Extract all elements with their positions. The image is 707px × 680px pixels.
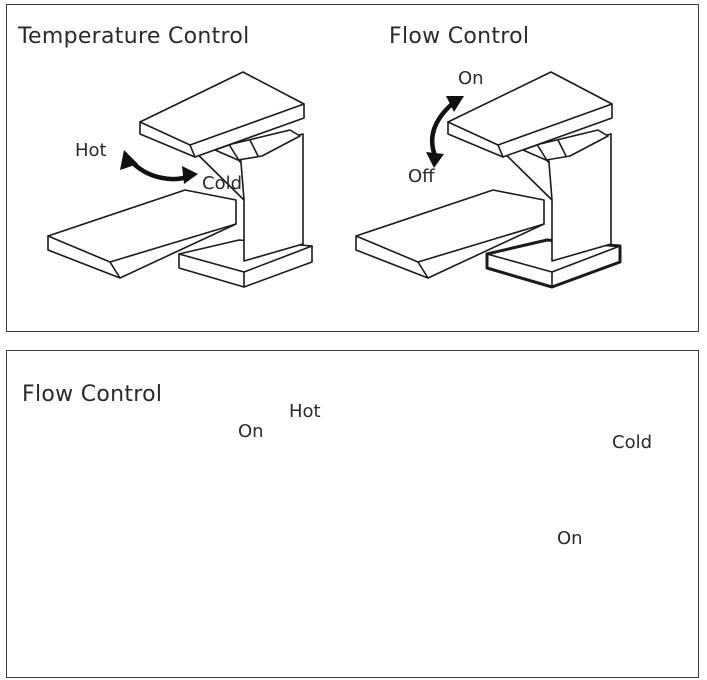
cold-label-top: Cold: [202, 173, 243, 194]
on-label-bottom-left: On: [238, 421, 264, 442]
off-label-top: Off: [408, 166, 435, 187]
hot-arrowhead-icon: [120, 150, 138, 170]
hot-label-bottom: Hot: [289, 401, 321, 422]
bottom-panel: [6, 350, 699, 678]
flow-control-title-top: Flow Control: [389, 24, 530, 49]
on-label-top: On: [458, 68, 484, 89]
flow-control-title-bottom: Flow Control: [22, 382, 163, 407]
mixer-tap-flow-illustration: [355, 71, 622, 289]
off-arrowhead-icon: [426, 152, 444, 168]
temperature-control-title: Temperature Control: [18, 24, 250, 49]
hot-cold-arrow: [127, 157, 193, 182]
on-arrowhead-icon: [446, 96, 464, 112]
hot-label-top: Hot: [75, 140, 107, 161]
on-label-bottom-right: On: [557, 528, 583, 549]
cold-arrowhead-icon: [182, 166, 198, 184]
mixer-tap-temperature-illustration: [47, 71, 313, 288]
cold-label-bottom: Cold: [612, 432, 653, 453]
